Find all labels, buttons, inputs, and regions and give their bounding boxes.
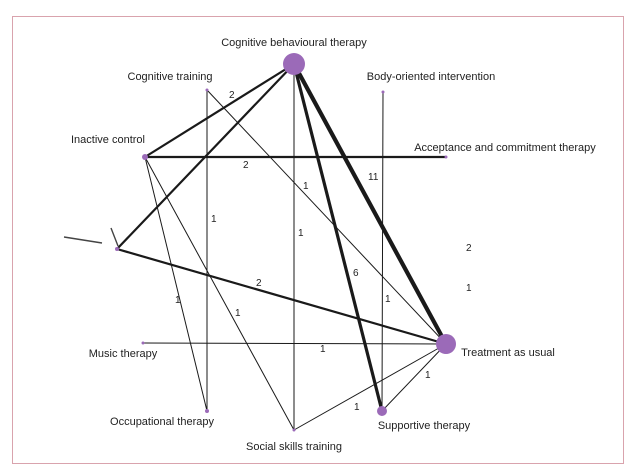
edge-label-unl-tau: 2 <box>256 278 262 289</box>
edge-label-body-supp: 1 <box>385 294 391 305</box>
edge-body-supp <box>381 91 384 412</box>
edge-label-inact-occ: 1 <box>175 295 181 306</box>
edge-label-cbt-supp: 6 <box>353 268 359 279</box>
node-label-body: Body-oriented intervention <box>367 71 495 83</box>
node-supp <box>377 406 387 416</box>
node-social <box>292 428 296 432</box>
node-label-cog: Cognitive training <box>128 71 213 83</box>
node-cog <box>205 88 209 92</box>
edge-inact-social <box>144 156 295 431</box>
edge-supp-tau <box>381 343 447 412</box>
edge-inact-occ <box>144 156 208 412</box>
edge-cog-tau <box>206 89 447 345</box>
diagram-frame <box>12 16 624 464</box>
node-act <box>444 155 448 159</box>
edge-cbt-inact <box>143 62 296 159</box>
node-label-act: Acceptance and commitment therapy <box>414 142 596 154</box>
unlabeled-node-mark <box>63 227 119 247</box>
node-label-supp: Supportive therapy <box>378 420 471 432</box>
edge-label-cbt-tau: 11 <box>368 172 379 183</box>
edge-label-music-tau: 1 <box>320 344 326 355</box>
nodes-layer <box>115 53 456 432</box>
edges-layer <box>63 61 449 431</box>
edge-label-inact-social: 1 <box>235 308 241 319</box>
node-inact <box>142 154 148 160</box>
edge-cbt-supp <box>292 62 384 413</box>
edge-social-tau <box>293 343 447 431</box>
edge-label-inact-act: 2 <box>243 160 249 171</box>
node-label-music: Music therapy <box>89 348 158 360</box>
node-label-social: Social skills training <box>246 441 342 453</box>
node-cbt <box>283 53 305 75</box>
node-body <box>381 90 385 94</box>
edge-label-cbt-inact: 2 <box>229 90 235 101</box>
node-occ <box>205 409 209 413</box>
edge-label-supp-tau: 1 <box>425 370 431 381</box>
edge-label-cog-occ: 1 <box>211 214 217 225</box>
edge-label-unl-tau: 1 <box>466 283 472 294</box>
edge-music-tau <box>142 342 447 345</box>
edge-unl-tau <box>116 248 447 345</box>
edge-label-social-tau: 1 <box>354 402 360 413</box>
node-label-cbt: Cognitive behavioural therapy <box>221 37 367 49</box>
edge-cbt-tau <box>291 61 449 347</box>
node-unl <box>115 247 119 251</box>
node-label-tau: Treatment as usual <box>461 347 555 359</box>
node-tau <box>436 334 456 354</box>
node-music <box>141 341 145 345</box>
node-label-occ: Occupational therapy <box>110 416 214 428</box>
node-label-inact: Inactive control <box>71 134 145 146</box>
edge-label-cog-tau: 1 <box>298 228 304 239</box>
edge-label-cbt-social: 1 <box>303 181 309 192</box>
edge-label-cbt-unl: 2 <box>466 243 472 254</box>
